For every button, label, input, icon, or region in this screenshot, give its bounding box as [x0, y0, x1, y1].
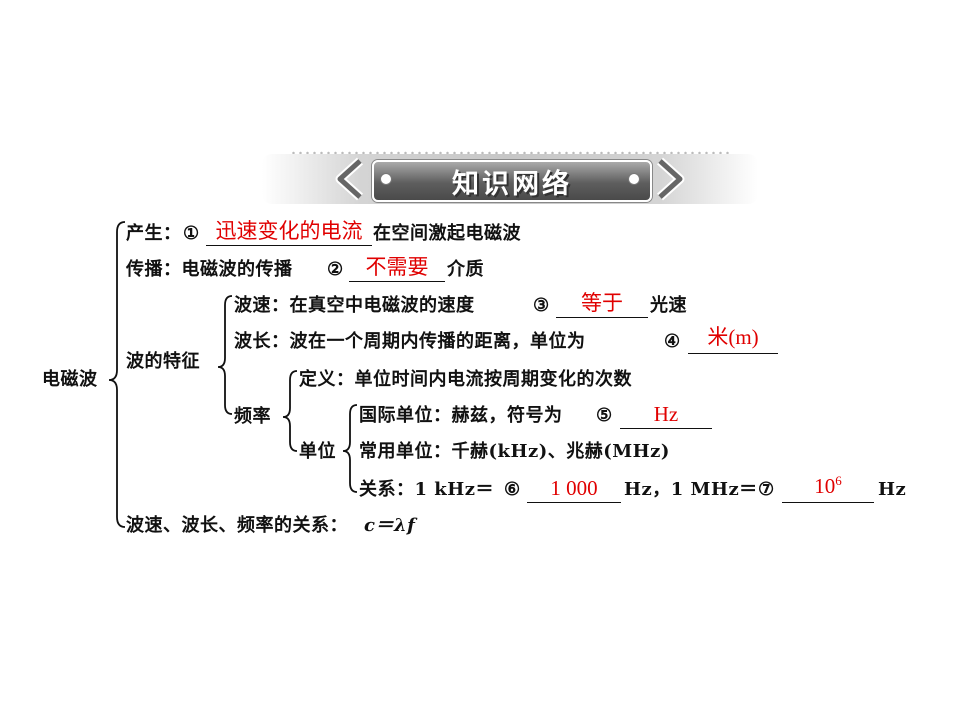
answer-6: 1 000 — [550, 476, 598, 500]
answer-5: Hz — [653, 402, 679, 426]
circle-num-2: ② — [327, 259, 344, 280]
answer-7: 106 — [782, 474, 874, 498]
blank-2 — [349, 281, 445, 282]
answer-1: 迅速变化的电流 — [215, 219, 363, 243]
circle-num-3: ③ — [533, 295, 550, 316]
speed-after: 光速 — [650, 295, 687, 316]
answer-2: 不需要 — [365, 255, 429, 279]
brace-main — [108, 221, 126, 528]
chevron-left-icon — [335, 157, 364, 201]
blank-3 — [556, 317, 648, 318]
propagation-label: 传播：电磁波的传播 — [126, 259, 293, 280]
frequency-label: 频率 — [234, 406, 271, 427]
blank-4 — [688, 353, 778, 354]
answer-3: 等于 — [581, 291, 623, 315]
relation-unit: Hz — [878, 479, 907, 500]
formula: c＝λf — [364, 515, 416, 536]
wave-features-label: 波的特征 — [126, 351, 200, 372]
answer-7-base: 10 — [814, 474, 836, 498]
relation-label: 关系：1 kHz＝ — [359, 479, 494, 500]
banner-dots — [290, 150, 730, 156]
banner-plate: 知识网络 — [372, 160, 652, 202]
blank-6 — [527, 502, 621, 503]
generation-label: 产生： — [126, 223, 182, 244]
brace-frequency — [282, 370, 298, 452]
blank-1 — [206, 245, 372, 246]
wavelength-label: 波长：波在一个周期内传播的距离，单位为 — [234, 331, 586, 352]
brace-unit — [342, 404, 358, 493]
banner-dot-left — [380, 173, 392, 185]
propagation-after: 介质 — [447, 259, 484, 280]
circle-num-6: ⑥ — [504, 479, 521, 500]
section-title: 知识网络 — [452, 168, 572, 200]
circle-num-7: ⑦ — [758, 479, 775, 500]
definition-text: 定义：单位时间内电流按周期变化的次数 — [299, 369, 632, 390]
brace-wave — [217, 295, 233, 415]
circle-num-5: ⑤ — [596, 405, 613, 426]
unit-label: 单位 — [299, 441, 336, 462]
relationship-label: 波速、波长、频率的关系： — [126, 515, 348, 536]
blank-5 — [620, 428, 712, 429]
si-unit-label: 国际单位：赫兹，符号为 — [359, 405, 563, 426]
answer-4: 米(m) — [707, 325, 759, 349]
common-unit-label: 常用单位：千赫(kHz)、兆赫(MHz) — [359, 441, 670, 462]
root-label: 电磁波 — [42, 369, 98, 390]
relation-mid: Hz，1 MHz＝ — [624, 479, 758, 500]
circle-num-4: ④ — [664, 331, 681, 352]
banner-dot-right — [628, 173, 640, 185]
blank-7 — [782, 502, 874, 503]
generation-after: 在空间激起电磁波 — [373, 223, 521, 244]
answer-7-exponent: 6 — [835, 473, 842, 488]
circle-num-1: ① — [183, 223, 200, 244]
chevron-right-icon — [656, 157, 685, 201]
speed-label: 波速：在真空中电磁波的速度 — [234, 295, 475, 316]
